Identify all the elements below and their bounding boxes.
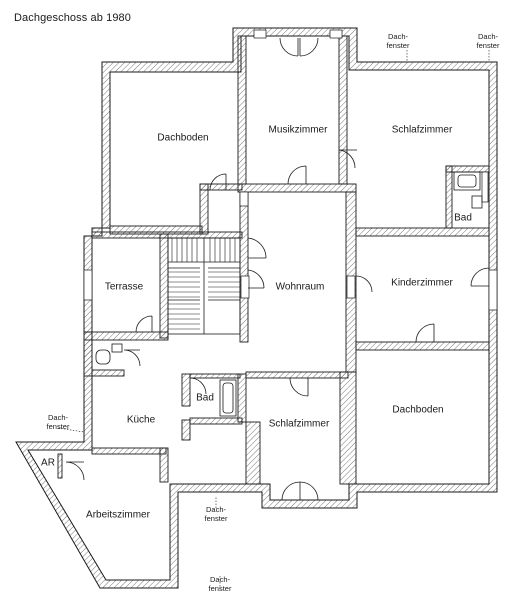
room-label-musikzimmer: Musikzimmer — [268, 124, 328, 136]
room-label-bad-center: Bad — [196, 392, 214, 404]
room-label-bad: Bad — [454, 212, 472, 224]
room-label-terrasse: Terrasse — [104, 281, 144, 293]
dachfenster-leaders — [57, 50, 490, 590]
note-dachfenster-1: Dach- fenster — [386, 32, 410, 50]
room-label-arbeitszimmer: Arbeitszimmer — [86, 509, 150, 521]
doors — [65, 37, 490, 501]
note-dachfenster-3: Dach- fenster — [46, 413, 70, 431]
bath-fixtures — [95, 171, 483, 417]
note-dachfenster-5: Dach- fenster — [208, 575, 232, 593]
note-dachfenster-2: Dach- fenster — [476, 32, 500, 50]
room-label-wohnraum: Wohnraum — [275, 281, 325, 293]
stairwell-lines — [167, 237, 241, 335]
room-label-kinderzimmer: Kinderzimmer — [391, 277, 453, 289]
interior-walls — [57, 35, 490, 485]
room-label-ar: AR — [41, 457, 55, 469]
plan-title: Dachgeschoss ab 1980 — [14, 12, 131, 24]
room-label-schlafzimmer: Schlafzimmer — [391, 124, 453, 136]
note-dachfenster-4: Dach- fenster — [204, 505, 228, 523]
outer-wall — [15, 27, 498, 589]
room-label-kueche: Küche — [126, 414, 156, 426]
windows — [83, 29, 498, 311]
room-label-dachboden-2: Dachboden — [392, 404, 444, 416]
room-label-dachboden: Dachboden — [157, 132, 209, 144]
room-label-schlafzimmer-2: Schlafzimmer — [268, 418, 330, 430]
staircase — [168, 238, 240, 330]
